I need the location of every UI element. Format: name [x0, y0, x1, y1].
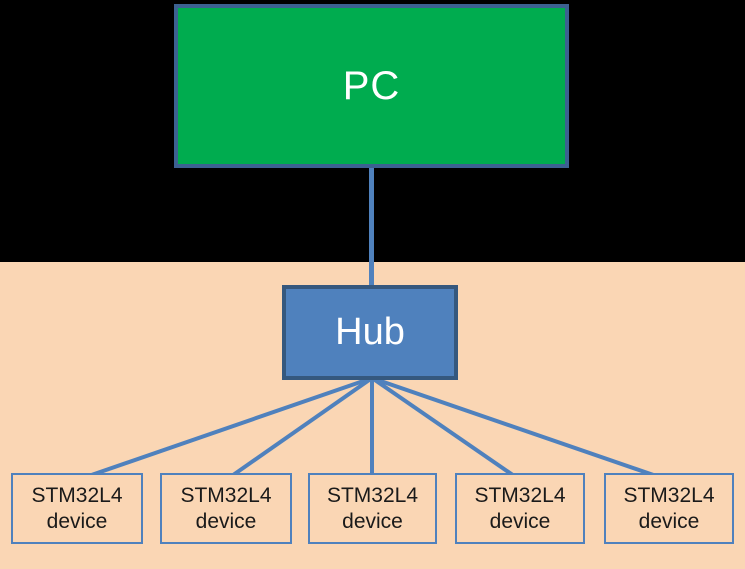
- edge-hub-device-1: [76, 376, 373, 482]
- device-label-line2: device: [46, 509, 108, 533]
- device-label-line2: device: [638, 509, 700, 533]
- node-hub: Hub: [282, 285, 458, 380]
- edge-hub-device-4: [370, 376, 522, 482]
- node-device-3: STM32L4 device: [308, 473, 437, 544]
- device-label-line1: STM32L4: [31, 483, 123, 507]
- node-device-1: STM32L4 device: [11, 473, 143, 544]
- device-label-line1: STM32L4: [180, 483, 272, 507]
- device-label-line2: device: [195, 509, 257, 533]
- node-pc: PC: [174, 4, 569, 168]
- device-label-line1: STM32L4: [474, 483, 566, 507]
- node-device-4: STM32L4 device: [455, 473, 585, 544]
- edge-hub-device-5: [371, 376, 669, 482]
- device-label-line2: device: [342, 509, 403, 533]
- node-device-5: STM32L4 device: [604, 473, 734, 544]
- device-label-line2: device: [489, 509, 551, 533]
- edge-hub-device-2: [224, 376, 374, 482]
- pc-label: PC: [342, 63, 401, 108]
- hub-label: Hub: [335, 311, 405, 353]
- node-device-2: STM32L4 device: [160, 473, 292, 544]
- device-label-line1: STM32L4: [623, 483, 715, 507]
- device-label-line1: STM32L4: [326, 483, 419, 507]
